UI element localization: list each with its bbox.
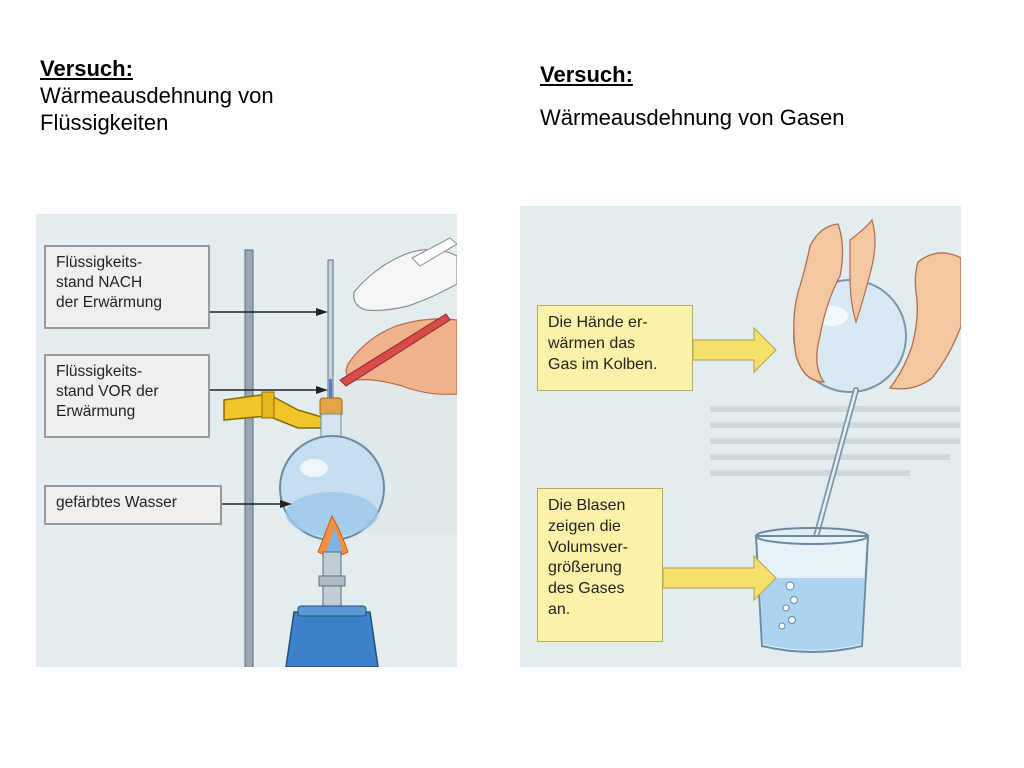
left-subtitle-line2: Flüssigkeiten xyxy=(40,109,169,135)
liquid-apparatus-drawing xyxy=(36,214,457,667)
left-versuch-title: Versuch: xyxy=(40,56,133,81)
upper-hand-outline xyxy=(353,248,457,312)
hands-warm-gas-label: Die Hände er- wärmen das Gas im Kolben. xyxy=(537,305,693,391)
stopper xyxy=(319,397,343,417)
left-hand xyxy=(793,223,844,383)
gas-expansion-illustration: Die Hände er- wärmen das Gas im Kolben. … xyxy=(520,206,961,667)
liquid-expansion-illustration: Flüssigkeits- stand NACH der Erwärmung F… xyxy=(36,214,457,667)
hands-arrow xyxy=(692,326,777,374)
bubbles-show-expansion-label: Die Blasen zeigen die Volumsver- größeru… xyxy=(537,488,663,642)
gas-bubbles xyxy=(778,581,798,630)
left-subtitle-line1: Wärmeausdehnung von xyxy=(40,82,274,108)
right-subtitle: Wärmeausdehnung von Gasen xyxy=(540,104,845,130)
level-after-heating-label: Flüssigkeits- stand NACH der Erwärmung xyxy=(44,245,210,329)
right-hand xyxy=(888,252,961,390)
stand-rod xyxy=(244,249,254,667)
right-versuch-title: Versuch: xyxy=(540,62,633,87)
colored-water-label: gefärbtes Wasser xyxy=(44,485,222,525)
bubbles-arrow xyxy=(662,554,777,602)
right-heading-block: Versuch: Wärmeausdehnung von Gasen xyxy=(540,62,845,132)
beaker-water xyxy=(760,578,865,650)
left-heading-block: Versuch: Wärmeausdehnung von Flüssigkeit… xyxy=(40,56,274,136)
level-before-heating-label: Flüssigkeits- stand VOR der Erwärmung xyxy=(44,354,210,438)
